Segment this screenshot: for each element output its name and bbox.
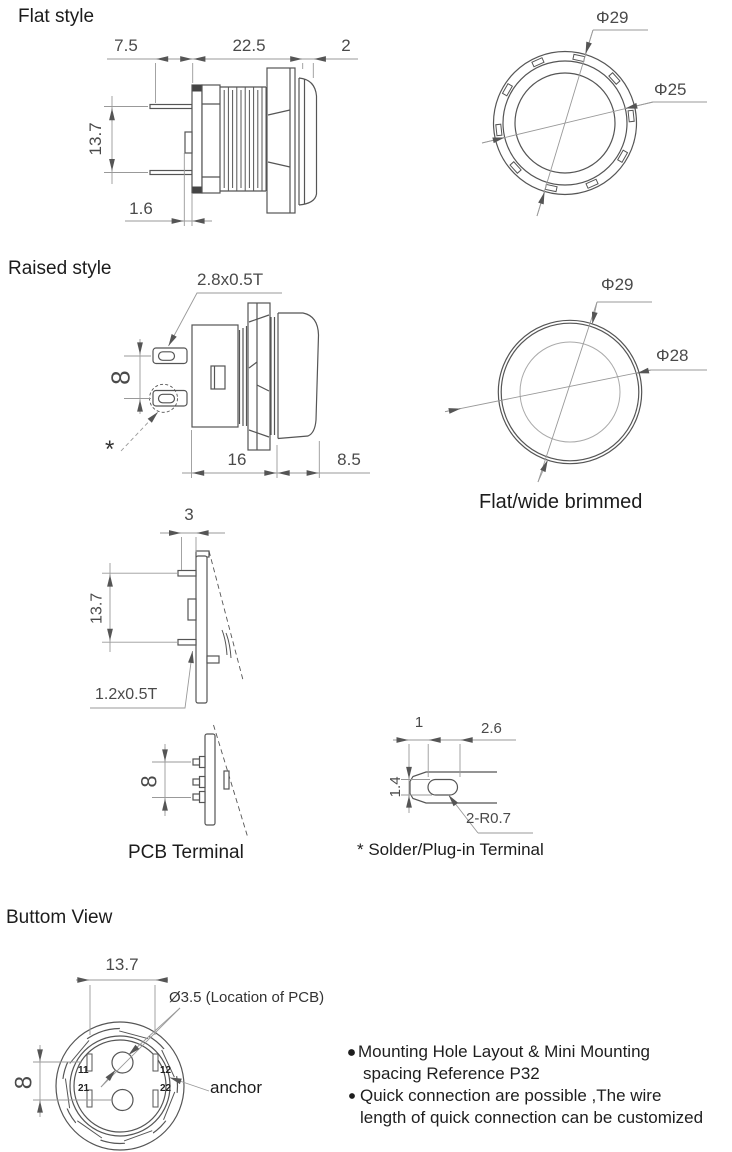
- radius-note: 2-R0.7: [466, 810, 512, 827]
- raised-front-callouts: [444, 301, 707, 483]
- dim-2-6: 2.6: [481, 720, 502, 737]
- note-1-line-2: spacing Reference P32: [363, 1064, 540, 1083]
- dim-1: 1: [414, 714, 424, 731]
- dim-8-5: 8.5: [337, 450, 361, 469]
- terminal-id-22: 22: [160, 1083, 172, 1094]
- dim-7-5: 7.5: [114, 36, 138, 55]
- terminal-id-11: 11: [78, 1065, 89, 1076]
- dim-8-bottom: 8: [10, 1075, 38, 1090]
- terminal-slots: [86, 1053, 159, 1108]
- flat-style-title: Flat style: [18, 6, 95, 27]
- dia-28-raised: Φ28: [656, 346, 689, 365]
- dim-8-pcb-terminal: 8: [136, 775, 162, 788]
- raised-style-front-view: [497, 319, 643, 465]
- note-2-line-1: Quick connection are possible ,The wire: [360, 1086, 662, 1105]
- dia-29-raised: Φ29: [601, 275, 634, 294]
- raised-style-title: Raised style: [8, 258, 112, 279]
- dim-2: 2: [341, 36, 351, 55]
- solder-terminal-caption: * Solder/Plug-in Terminal: [357, 840, 544, 859]
- pcb-hole-note: Ø3.5 (Location of PCB): [169, 989, 325, 1006]
- note-1-line-1: Mounting Hole Layout & Mini Mounting: [358, 1042, 650, 1061]
- dim-1-4: 1.4: [387, 776, 405, 798]
- dim-3: 3: [184, 505, 194, 524]
- pcb-hole-top: [111, 1051, 134, 1074]
- bullet-icon: [348, 1049, 355, 1056]
- bottom-view-title: Buttom View: [6, 907, 113, 928]
- dim-13-7-pcb: 13.7: [88, 592, 106, 624]
- note-bullets: [348, 1049, 355, 1099]
- housing-notches: [56, 1021, 184, 1150]
- bullet-icon: [349, 1093, 355, 1099]
- pcb-side-view: [177, 550, 244, 704]
- raised-style-dimensions: [120, 292, 370, 478]
- anti-rotation-ribs: [495, 53, 635, 193]
- solder-terminal-view: [409, 771, 497, 804]
- raised-front-caption: Flat/wide brimmed: [479, 491, 643, 513]
- flat-style-front-view: [492, 50, 638, 196]
- note-2-line-2: length of quick connection can be custom…: [360, 1108, 704, 1127]
- thread-lines: [219, 87, 267, 191]
- anchor-label: anchor: [210, 1078, 262, 1097]
- bottom-view-dimensions: [33, 977, 210, 1117]
- terminal-id-21: 21: [78, 1083, 90, 1094]
- dim-8-raised: 8: [105, 370, 136, 385]
- dim-13-7-bottom: 13.7: [105, 955, 139, 974]
- dia-29-flat: Φ29: [596, 8, 629, 27]
- bottom-view: [55, 1021, 185, 1151]
- spec-2-8x0-5t: 2.8x0.5T: [197, 270, 264, 289]
- pcb-terminal-view: [192, 724, 249, 839]
- flat-front-callouts: [481, 29, 707, 217]
- solder-terminal-dimensions: [393, 737, 533, 834]
- pcb-terminal-caption: PCB Terminal: [128, 842, 244, 863]
- dim-1-6: 1.6: [129, 199, 153, 218]
- flat-style-side-view: [149, 67, 318, 214]
- raised-style-side-view: [149, 302, 320, 451]
- asterisk-marker: *: [105, 436, 115, 463]
- dim-22-5: 22.5: [232, 36, 266, 55]
- spec-1-2x0-5t: 1.2x0.5T: [95, 686, 158, 703]
- flat-style-dimensions: [104, 56, 358, 226]
- pcb-hole-bottom: [111, 1088, 134, 1112]
- dim-16: 16: [227, 450, 247, 469]
- pcb-terminal-dimensions: [152, 744, 191, 816]
- dia-25-flat: Φ25: [654, 80, 687, 99]
- dim-13-7-flat: 13.7: [86, 122, 106, 156]
- pcb-side-dimensions: [90, 530, 225, 709]
- terminal-id-12: 12: [160, 1065, 172, 1076]
